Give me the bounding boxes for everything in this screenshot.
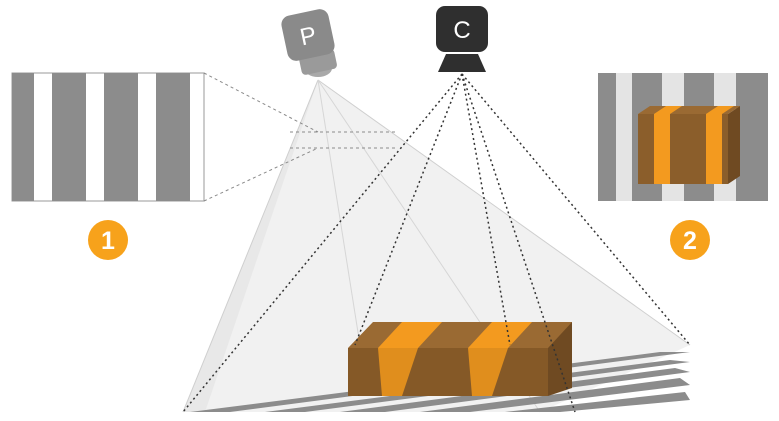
scanned-object [348,322,572,396]
camera-icon: C [436,6,488,72]
camera-label: C [453,17,470,44]
marker-1: 1 [88,220,128,260]
pattern-2-panel [598,73,768,201]
marker-1-number: 1 [101,227,115,255]
pattern-1-connectors [203,72,395,202]
projector-label: P [298,22,319,52]
marker-2: 2 [670,220,710,260]
camera-frustum [182,73,691,413]
projector-icon: P [281,9,337,77]
pattern-1-panel [11,72,205,202]
marker-2-number: 2 [683,227,697,255]
